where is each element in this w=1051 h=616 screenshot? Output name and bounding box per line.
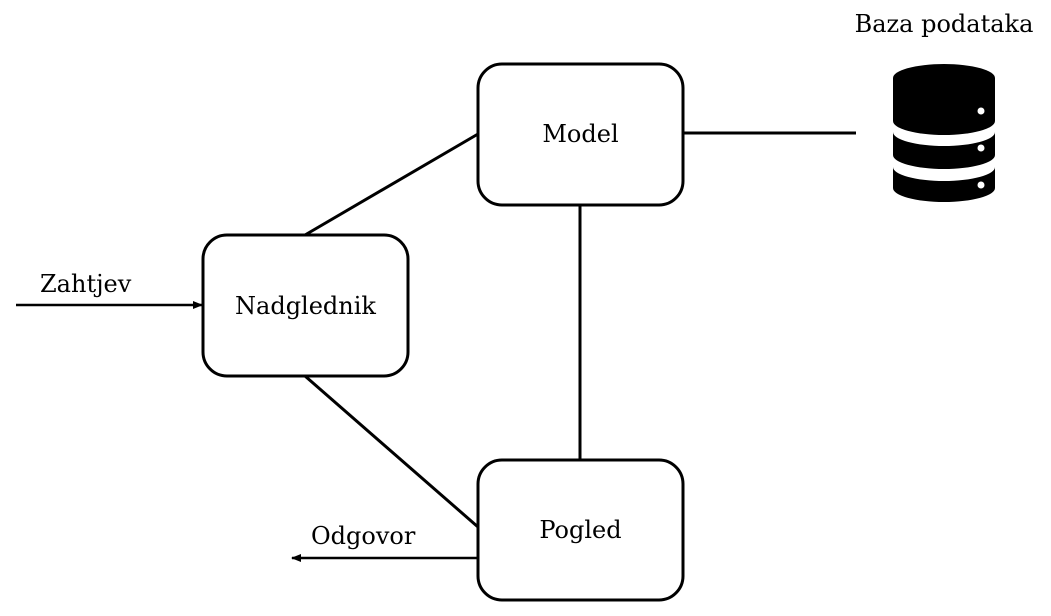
request-label: Zahtjev bbox=[40, 270, 132, 298]
model-label: Model bbox=[542, 120, 618, 148]
view-label: Pogled bbox=[539, 516, 621, 544]
database-label: Baza podataka bbox=[855, 10, 1034, 38]
connector-controller-view bbox=[304, 374, 479, 529]
controller-label: Nadglednik bbox=[235, 292, 376, 320]
controller-node: Nadglednik bbox=[201, 233, 410, 378]
view-node: Pogled bbox=[476, 458, 685, 602]
model-node: Model bbox=[476, 62, 685, 207]
database-icon bbox=[893, 64, 995, 202]
connector-controller-model bbox=[304, 132, 479, 237]
response-label: Odgovor bbox=[311, 522, 416, 550]
